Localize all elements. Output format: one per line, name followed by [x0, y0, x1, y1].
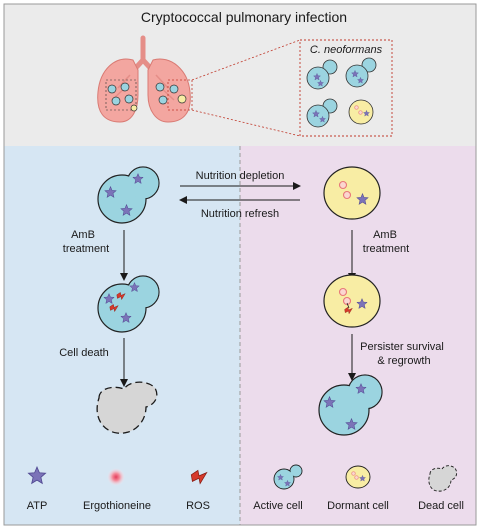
legend-label-dead-cell: Dead cell — [418, 500, 464, 512]
inset-leader-top — [191, 39, 301, 81]
right-outcome-line2: & regrowth — [377, 355, 430, 367]
inset-dormant-cell — [348, 99, 374, 125]
dormant-cell — [323, 166, 381, 220]
active-cell — [97, 166, 160, 224]
dead-cell-legend-icon — [428, 465, 458, 492]
right-treatment-line2: treatment — [363, 243, 409, 255]
right-treatment-line1: AmB — [373, 229, 397, 241]
inset-active-cell — [306, 59, 338, 90]
top-band — [4, 4, 476, 146]
regrown-active-cell — [318, 374, 383, 436]
label-nutrition-depletion: Nutrition depletion — [196, 170, 285, 182]
label-nutrition-refresh: Nutrition refresh — [201, 208, 279, 220]
legend-label-ros: ROS — [186, 500, 210, 512]
dormant-cell-legend-icon — [345, 465, 371, 489]
lungs-icon — [97, 35, 193, 123]
legend: ATP Ergothioneine ROS Active cell Dorman… — [27, 464, 464, 512]
dormant-cell-treated — [323, 274, 381, 328]
left-treatment-line2: treatment — [63, 243, 109, 255]
left-outcome: Cell death — [59, 347, 109, 359]
left-treatment-line1: AmB — [71, 229, 95, 241]
inset-active-cell — [345, 57, 377, 88]
inset-box — [299, 39, 393, 137]
ergothioneine-legend-icon — [107, 468, 125, 486]
active-cell-legend-icon — [273, 464, 303, 490]
active-cell-ros — [97, 275, 160, 333]
figure-frame — [3, 3, 477, 526]
inset-leader-bottom — [191, 109, 301, 137]
dead-cell — [96, 381, 158, 434]
figure-title: Cryptococcal pulmonary infection — [141, 9, 347, 25]
inset-label: C. neoformans — [310, 44, 383, 56]
legend-label-atp: ATP — [27, 500, 48, 512]
right-outcome-line1: Persister survival — [360, 341, 444, 353]
inset-active-cell — [306, 98, 338, 128]
legend-label-ergothioneine: Ergothioneine — [83, 500, 151, 512]
legend-label-active-cell: Active cell — [253, 500, 303, 512]
legend-label-dormant-cell: Dormant cell — [327, 500, 389, 512]
